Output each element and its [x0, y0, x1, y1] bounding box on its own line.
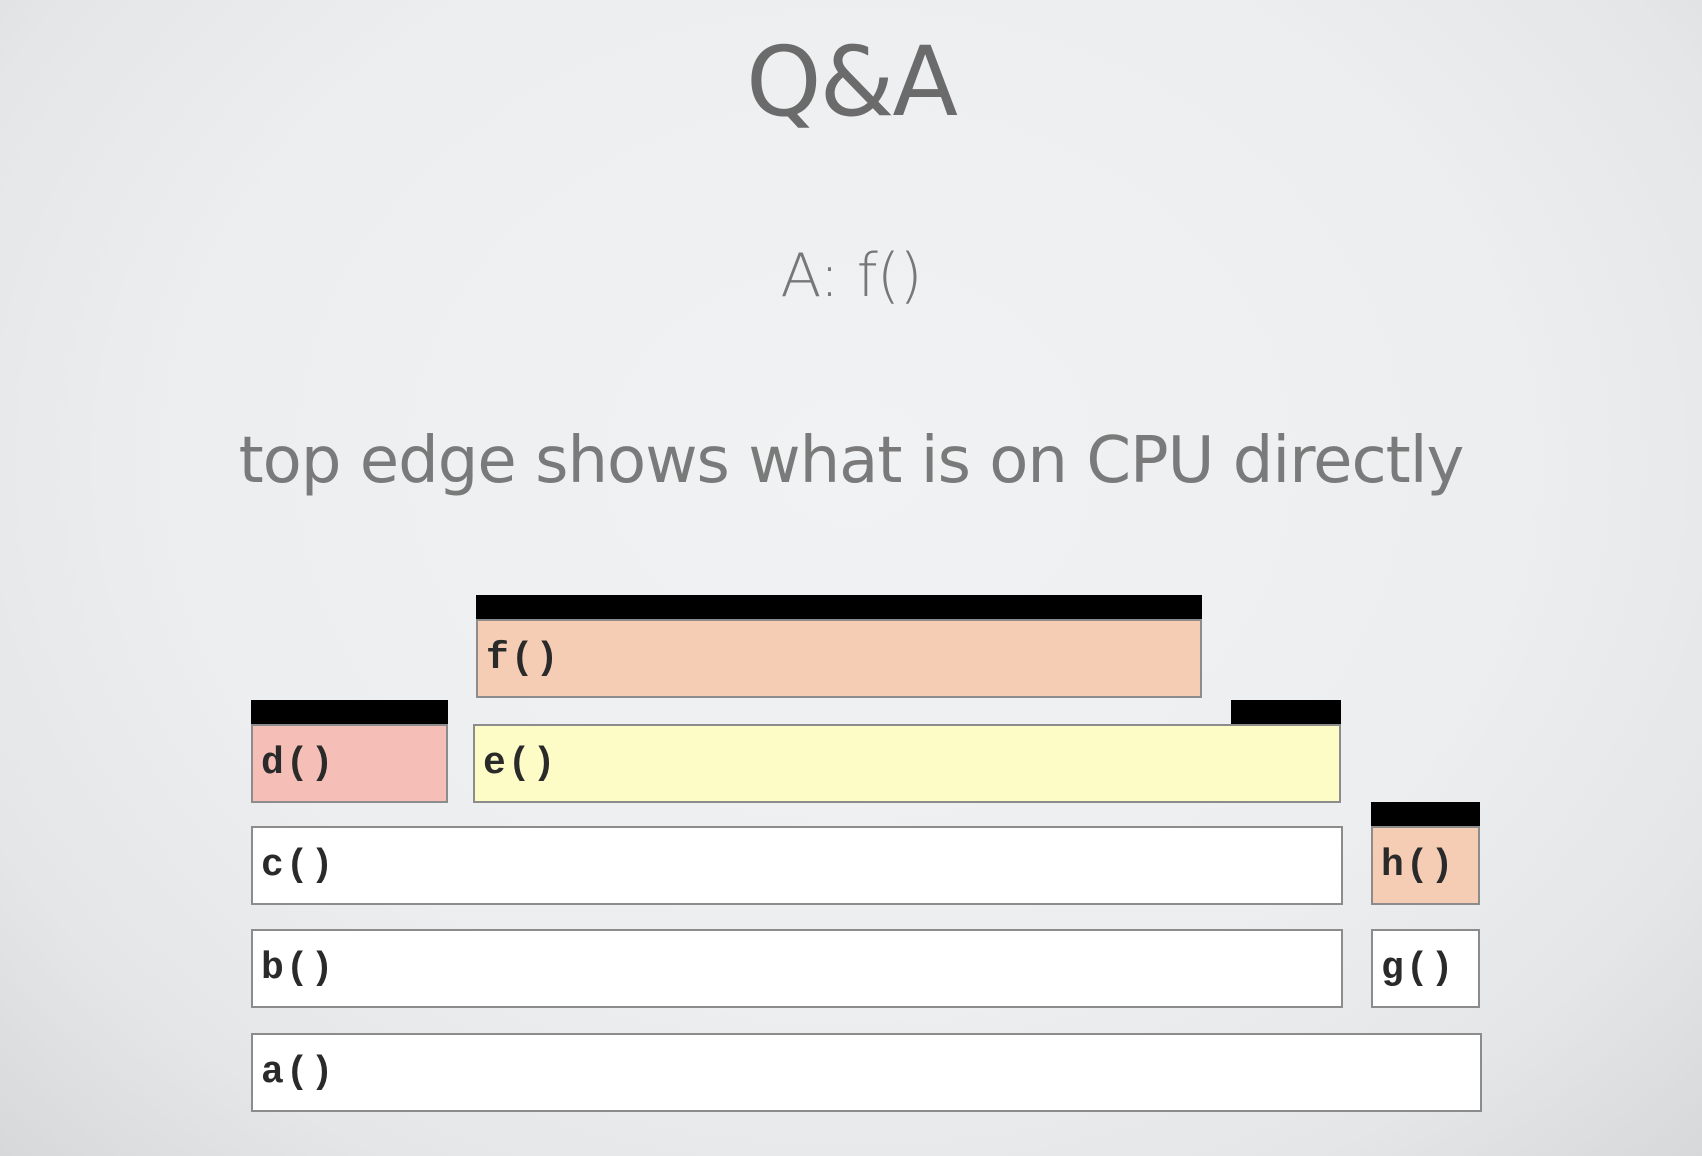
oncpu-edge-e	[1231, 700, 1341, 724]
frame-d-label: d()	[261, 742, 336, 785]
frame-e[interactable]: e()	[473, 724, 1341, 803]
frame-h[interactable]: h()	[1371, 826, 1480, 905]
oncpu-edge-f	[476, 595, 1202, 619]
frame-h-label: h()	[1381, 844, 1456, 887]
oncpu-edge-h	[1371, 802, 1480, 826]
frame-c[interactable]: c()	[251, 826, 1343, 905]
frame-f[interactable]: f()	[476, 619, 1202, 698]
frame-b-label: b()	[261, 947, 336, 990]
oncpu-edge-d	[251, 700, 448, 724]
frame-d[interactable]: d()	[251, 724, 448, 803]
frame-a[interactable]: a()	[251, 1033, 1482, 1112]
frame-b[interactable]: b()	[251, 929, 1343, 1008]
answer-text: A: f()	[780, 241, 922, 311]
frame-g-label: g()	[1381, 947, 1456, 990]
frame-c-label: c()	[261, 844, 336, 887]
frame-g[interactable]: g()	[1371, 929, 1480, 1008]
slide-title: Q&A	[745, 26, 958, 138]
explanation-text: top edge shows what is on CPU directly	[238, 424, 1465, 498]
frame-a-label: a()	[261, 1051, 336, 1094]
frame-f-label: f()	[486, 637, 561, 680]
frame-e-label: e()	[483, 742, 558, 785]
